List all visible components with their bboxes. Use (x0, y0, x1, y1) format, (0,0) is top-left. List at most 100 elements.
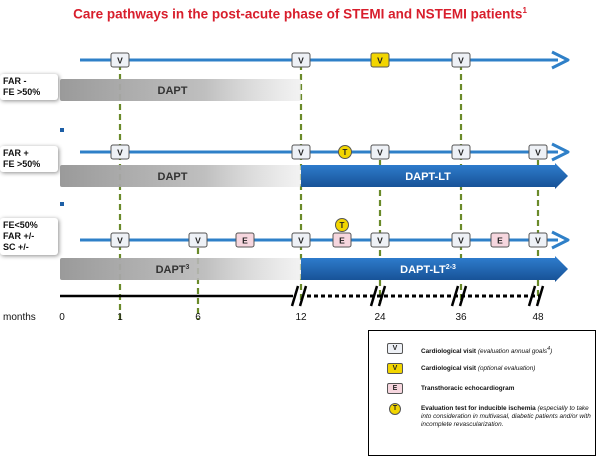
axis-break (298, 285, 308, 307)
marker-row3 (490, 232, 510, 248)
dapt-lt-bar-row2-label: DAPT-LT (405, 171, 451, 183)
axis-tick-label: 24 (374, 312, 386, 323)
ischemia-test-icon: T (389, 403, 401, 415)
dapt-bar-row2 (60, 165, 301, 187)
marker-row2-letter: V (535, 148, 541, 158)
row3-label-line3: SC +/- (3, 242, 29, 252)
marker-row1-letter: V (377, 56, 383, 66)
legend-box: V Cardiological visit (evaluation annual… (368, 330, 596, 456)
marker-row1-letter: V (458, 56, 464, 66)
legend-italic-4: (especially to take into consideration i… (421, 405, 591, 428)
marker-row2-letter: V (458, 148, 464, 158)
marker-row2-letter: V (117, 148, 123, 158)
legend-text-cardio-visit: Cardiological visit (evaluation annual g… (421, 345, 591, 356)
axis-tick-label: 1 (117, 312, 123, 323)
marker-row3-letter: E (242, 236, 248, 246)
marker-row2 (338, 145, 352, 159)
marker-row3 (188, 232, 208, 248)
visit-guide-lines (118, 64, 540, 320)
axis-label-months: months (3, 312, 36, 323)
marker-row3 (528, 232, 548, 248)
title-superscript: 1 (522, 6, 527, 15)
marker-row3 (335, 218, 349, 232)
marker-row3 (110, 232, 130, 248)
row-label-3: FE<50% FAR +/- SC +/- (0, 218, 58, 255)
marker-row3 (291, 232, 311, 248)
optional-visit-icon: V (387, 363, 403, 374)
marker-row2 (370, 144, 390, 160)
marker-row1-letter: V (117, 56, 123, 66)
timeline-arrowhead (551, 230, 570, 250)
side-bullets (60, 128, 64, 206)
axis-break (290, 285, 300, 307)
axis-break (377, 285, 387, 307)
legend-text-echo: Transthoracic echocardiogram (421, 385, 591, 393)
marker-row2-letter: T (343, 148, 348, 157)
legend-italic-1: (evaluation annual goals (476, 348, 548, 356)
axis-break (450, 285, 460, 307)
marker-row1 (451, 52, 471, 68)
marker-row3 (235, 232, 255, 248)
marker-row3-letter: V (195, 236, 201, 246)
marker-row3-letter: E (339, 236, 345, 246)
marker-row3-letter: V (458, 236, 464, 246)
legend-text-ischemia-test: Evaluation test for inducible ischemia (… (421, 405, 591, 429)
marker-row2-letter: V (298, 148, 304, 158)
dapt-lt-bar-row3-label: DAPT-LT2-3 (400, 264, 456, 276)
dapt-lt-bar-row3 (301, 256, 568, 282)
axis-tick-label: 36 (455, 312, 467, 323)
legend-text-optional-visit: Cardiological visit (optional evaluation… (421, 365, 591, 373)
marker-row3-letter: E (497, 236, 503, 246)
dapt-bar-row3-label: DAPT3 (156, 264, 190, 276)
row2-label-line2: FE >50% (3, 159, 41, 169)
marker-row1 (110, 52, 130, 68)
marker-row2 (528, 144, 548, 160)
timeline-arrowhead (551, 142, 570, 162)
marker-row3-letter: V (535, 236, 541, 246)
axis-tick-label: 12 (295, 312, 307, 323)
marker-row2 (291, 144, 311, 160)
axis-tick-label: 48 (532, 312, 544, 323)
dapt-bar-row3 (60, 258, 301, 280)
dapt-bar-row1-label: DAPT (158, 85, 188, 97)
marker-row2 (110, 144, 130, 160)
diagram-title: Care pathways in the post-acute phase of… (0, 6, 600, 22)
side-bullet (60, 202, 64, 206)
marker-row3 (451, 232, 471, 248)
legend-italic-2: (optional evaluation) (476, 365, 536, 372)
axis-break (535, 285, 545, 307)
legend-bold-3: Transthoracic echocardiogram (421, 385, 515, 392)
marker-row1-letter: V (298, 56, 304, 66)
row-timelines (80, 50, 570, 250)
timeline-arrowhead (551, 50, 570, 70)
axis-tick-label: 0 (59, 312, 65, 323)
marker-row1 (291, 52, 311, 68)
therapy-bars: DAPT DAPT DAPT-LT DAPT3 DAPT-LT2-3 (60, 79, 568, 282)
axis-break (458, 285, 468, 307)
dapt-bar-row2-label: DAPT (158, 171, 188, 183)
marker-row3-letter: T (340, 221, 345, 230)
marker-row3-letter: V (298, 236, 304, 246)
title-text: Care pathways in the post-acute phase of… (73, 6, 523, 22)
echo-icon: E (387, 383, 403, 394)
row1-label-line2: FE >50% (3, 87, 41, 97)
row1-label-line1: FAR - (3, 76, 27, 86)
legend-tail-1: ) (550, 348, 553, 356)
row-label-2: FAR + FE >50% (0, 146, 58, 172)
marker-row3 (370, 232, 390, 248)
row2-label-line1: FAR + (3, 148, 29, 158)
marker-row3 (332, 232, 352, 248)
legend-bold-2: Cardiological visit (421, 365, 477, 372)
axis-break (527, 285, 537, 307)
row3-label-line2: FAR +/- (3, 231, 35, 241)
marker-row1 (370, 52, 390, 68)
marker-row2 (451, 144, 471, 160)
cardio-visit-icon: V (387, 343, 403, 354)
row3-label-line1: FE<50% (3, 220, 38, 230)
marker-row3-letter: V (117, 236, 123, 246)
marker-row3-letter: V (377, 236, 383, 246)
